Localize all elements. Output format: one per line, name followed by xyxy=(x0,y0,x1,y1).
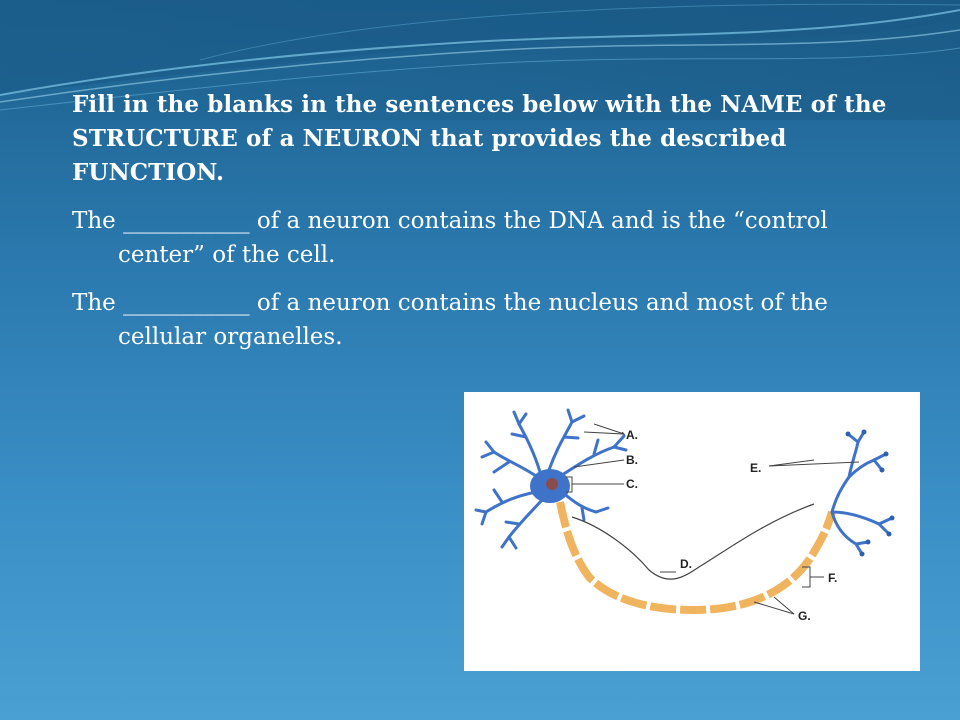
axon-myelin xyxy=(556,501,836,615)
label-e: E. xyxy=(750,461,761,475)
instructions-heading: Fill in the blanks in the sentences belo… xyxy=(72,91,887,186)
label-f: F. xyxy=(828,571,837,585)
label-c: C. xyxy=(626,477,638,491)
fill-in-sentence-1: The ___________ of a neuron contains the… xyxy=(72,208,828,268)
terminal-knobs xyxy=(845,429,895,557)
fill-in-sentence-2: The ___________ of a neuron contains the… xyxy=(72,290,828,350)
label-b: B. xyxy=(626,453,638,467)
label-d: D. xyxy=(680,557,692,571)
neuron-diagram-svg: A. B. C. D. E. F. G. xyxy=(474,408,895,623)
decorative-wave-banner xyxy=(0,0,960,120)
axon-terminals xyxy=(830,430,894,556)
text-block: Fill in the blanks in the sentences belo… xyxy=(72,88,902,368)
neuron-diagram: A. B. C. D. E. F. G. xyxy=(464,392,920,671)
leader-lines xyxy=(566,423,860,615)
nucleus xyxy=(546,478,558,490)
label-g: G. xyxy=(798,609,811,623)
dendrites xyxy=(474,408,628,550)
arc-line xyxy=(571,503,815,580)
label-a: A. xyxy=(626,428,638,442)
